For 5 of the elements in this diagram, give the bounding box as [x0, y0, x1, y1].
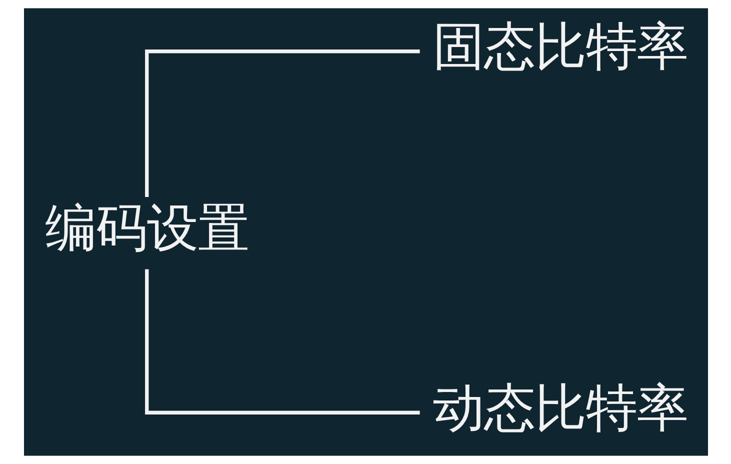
- node-text: 动态比特率: [432, 378, 688, 438]
- node-text: 编码设置: [44, 198, 248, 259]
- connector: [144, 269, 420, 414]
- node-text: 固态比特率: [432, 17, 688, 78]
- connector: [144, 50, 420, 198]
